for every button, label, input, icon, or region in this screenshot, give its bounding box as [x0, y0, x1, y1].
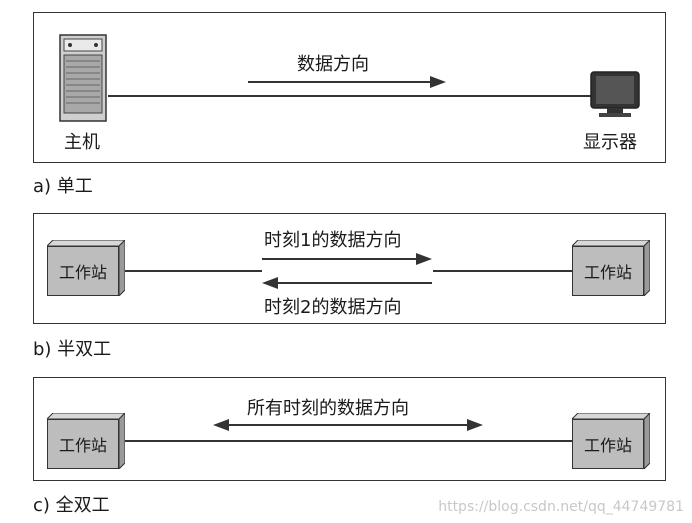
direction-label: 数据方向: [297, 54, 369, 75]
right-workstation: 工作站: [572, 413, 650, 469]
full-duplex-link-line: [125, 440, 573, 442]
panel-full-duplex: [33, 377, 666, 481]
all-time-label: 所有时刻的数据方向: [247, 398, 409, 419]
time1-label: 时刻1的数据方向: [264, 230, 402, 251]
caption-half-duplex: b) 半双工: [33, 339, 112, 360]
monitor-label: 显示器: [583, 132, 637, 153]
right-workstation-label: 工作站: [572, 246, 644, 296]
monitor-icon: [590, 71, 640, 117]
panel-simplex: [33, 12, 666, 163]
left-workstation: 工作站: [47, 240, 125, 296]
watermark: https://blog.csdn.net/qq_44749781: [438, 499, 684, 515]
left-arrow-icon: [262, 277, 432, 289]
host-label: 主机: [64, 132, 100, 153]
simplex-link-line: [108, 95, 592, 97]
caption-simplex: a) 单工: [33, 176, 93, 197]
server-tower-icon: [59, 34, 107, 122]
right-workstation-label: 工作站: [572, 419, 644, 469]
half-duplex-right-line: [433, 270, 573, 272]
caption-full-duplex: c) 全双工: [33, 495, 110, 516]
time2-label: 时刻2的数据方向: [264, 297, 402, 318]
left-workstation-label: 工作站: [47, 246, 119, 296]
panel-half-duplex: [33, 213, 666, 324]
right-arrow-icon: [262, 253, 432, 265]
left-workstation: 工作站: [47, 413, 125, 469]
right-workstation: 工作站: [572, 240, 650, 296]
right-arrow-icon: [248, 76, 446, 88]
left-workstation-label: 工作站: [47, 419, 119, 469]
half-duplex-left-line: [125, 270, 262, 272]
double-arrow-icon: [213, 419, 483, 431]
